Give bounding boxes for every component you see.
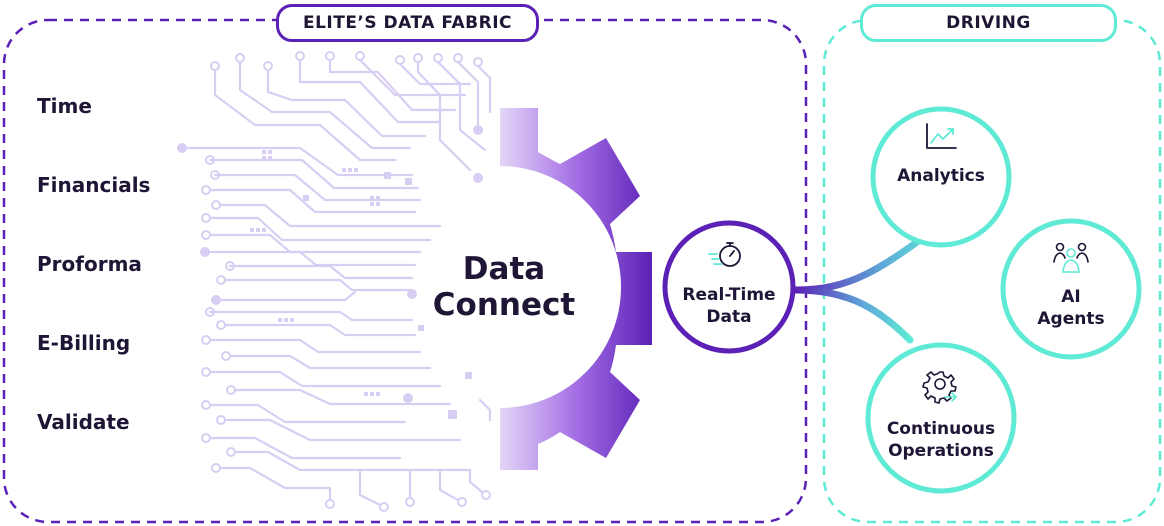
circuit-solid-nodes bbox=[177, 125, 483, 419]
fabric-title: ELITE’S DATA FABRIC bbox=[276, 4, 539, 42]
people-icon bbox=[1053, 242, 1089, 273]
hub-title: Data Connect bbox=[418, 251, 590, 323]
source-time: Time bbox=[37, 94, 92, 118]
operations-label: Continuous Operations bbox=[871, 418, 1011, 462]
operations-circle bbox=[865, 342, 1017, 494]
realtime-line-2: Data bbox=[706, 307, 752, 328]
circuit-traces bbox=[180, 58, 492, 507]
connector-beams bbox=[792, 221, 1014, 344]
ai-agents-label: AI Agents bbox=[1011, 286, 1131, 330]
hub-line-2: Connect bbox=[432, 286, 576, 323]
analytics-label: Analytics bbox=[876, 165, 1006, 187]
circuit-nodes bbox=[201, 51, 491, 512]
ai-agents-circle bbox=[1000, 218, 1142, 360]
analytics-circle bbox=[870, 106, 1012, 248]
ai-agents-line-2: Agents bbox=[1037, 309, 1105, 330]
stopwatch-icon bbox=[708, 242, 741, 267]
source-validate: Validate bbox=[37, 410, 130, 434]
source-e-billing: E-Billing bbox=[37, 331, 131, 355]
ai-agents-line-1: AI bbox=[1061, 287, 1081, 307]
realtime-label: Real-Time Data bbox=[669, 284, 789, 328]
line-chart-icon bbox=[926, 123, 957, 149]
realtime-line-1: Real-Time bbox=[682, 285, 776, 305]
realtime-circle bbox=[662, 220, 796, 354]
analytics-line-1: Analytics bbox=[897, 166, 985, 186]
driving-title: DRIVING bbox=[860, 4, 1117, 42]
source-financials: Financials bbox=[37, 173, 151, 197]
gear-shape bbox=[500, 108, 652, 470]
hub-line-1: Data bbox=[462, 251, 546, 287]
operations-line-2: Operations bbox=[888, 441, 994, 462]
source-proforma: Proforma bbox=[37, 252, 142, 276]
gear-arrow-icon bbox=[922, 371, 957, 404]
operations-line-1: Continuous bbox=[886, 419, 996, 439]
